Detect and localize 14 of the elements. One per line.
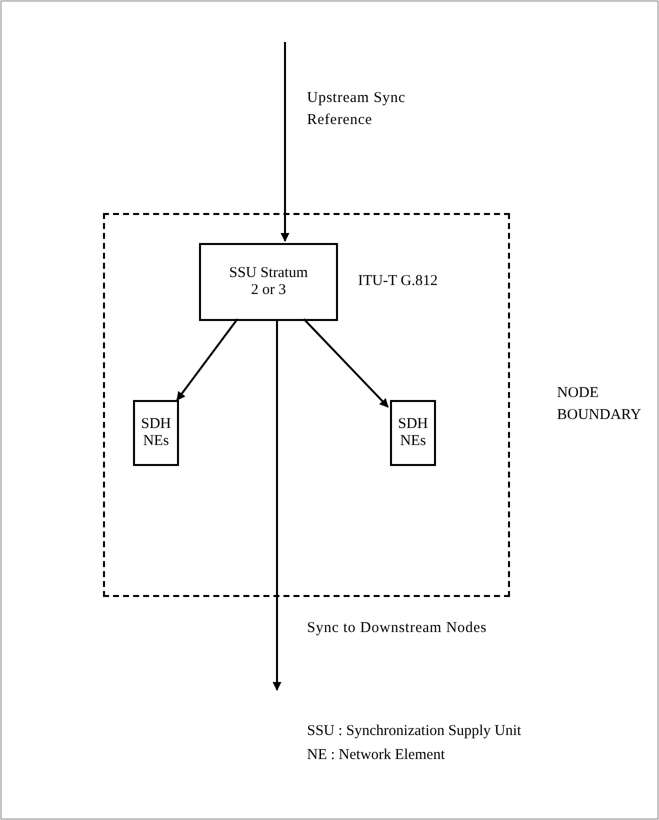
edge-label: Upstream Sync Reference [307, 89, 407, 130]
note-text: NE : Network Element [307, 746, 445, 765]
process-box: SDH NEs [390, 400, 436, 466]
edge-label: Sync to Downstream Nodes [307, 619, 487, 638]
process-box: SDH NEs [133, 400, 179, 466]
arrow [303, 318, 389, 408]
process-box: SSU Stratum 2 or 3 [199, 243, 338, 321]
arrow [280, 42, 290, 242]
arrow [272, 319, 282, 691]
boundary-box [103, 213, 510, 597]
arrow [176, 318, 238, 401]
annotation-text: NODE BOUNDARY [557, 384, 642, 425]
note-text: SSU : Synchronization Supply Unit [307, 722, 522, 741]
annotation-text: ITU-T G.812 [358, 272, 439, 291]
